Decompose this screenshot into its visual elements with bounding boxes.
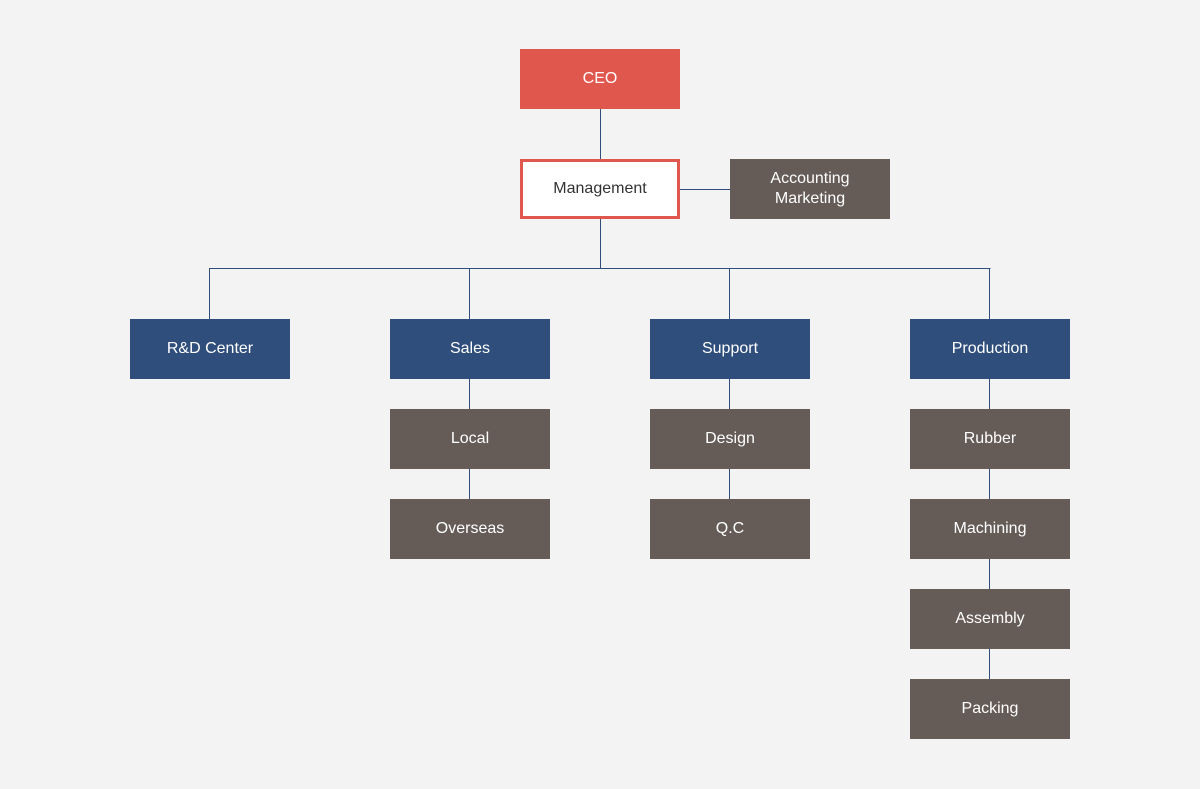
department-rd-center: R&D Center <box>130 319 290 379</box>
ceo-box: CEO <box>520 49 680 109</box>
unit-design: Design <box>650 409 810 469</box>
department-label: Support <box>701 340 759 357</box>
unit-label: Packing <box>961 700 1019 717</box>
department-label: Production <box>951 340 1029 357</box>
department-production: Production <box>910 319 1070 379</box>
unit-machining: Machining <box>910 499 1070 559</box>
unit-local: Local <box>390 409 550 469</box>
ceo-label: CEO <box>582 70 618 87</box>
unit-label: Local <box>450 430 490 447</box>
unit-label: Design <box>705 430 755 447</box>
department-label: R&D Center <box>166 340 254 357</box>
management-label: Management <box>553 180 647 197</box>
unit-label: Overseas <box>435 520 505 537</box>
department-support: Support <box>650 319 810 379</box>
marketing-label: Marketing <box>774 190 846 207</box>
unit-label: Machining <box>953 520 1027 537</box>
accounting-marketing-box: Accounting Marketing <box>730 159 890 219</box>
department-sales: Sales <box>390 319 550 379</box>
unit-label: Q.C <box>715 520 745 537</box>
unit-overseas: Overseas <box>390 499 550 559</box>
department-label: Sales <box>449 340 491 357</box>
accounting-label: Accounting <box>770 170 850 187</box>
unit-assembly: Assembly <box>910 589 1070 649</box>
unit-qc: Q.C <box>650 499 810 559</box>
unit-label: Assembly <box>955 610 1025 627</box>
management-box: Management <box>520 159 680 219</box>
unit-rubber: Rubber <box>910 409 1070 469</box>
unit-label: Rubber <box>963 430 1017 447</box>
unit-packing: Packing <box>910 679 1070 739</box>
